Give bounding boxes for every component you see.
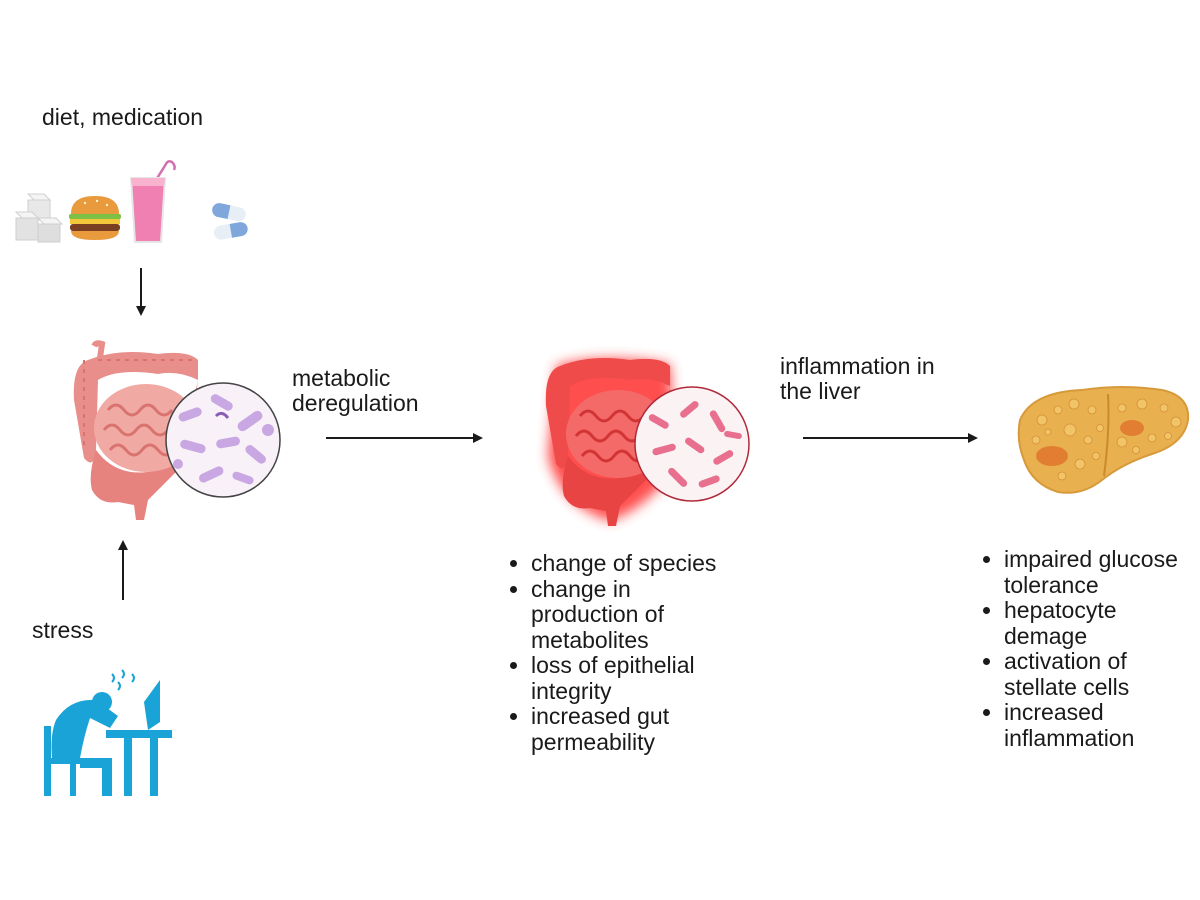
stress-label: stress <box>32 617 94 643</box>
liver-effect-item: activation of stellate cells <box>1004 648 1154 700</box>
liver-effects-list: impaired glucose tolerance hepatocyte de… <box>978 546 1193 751</box>
fatty-liver-icon <box>1017 386 1190 494</box>
gut-effect-item: increased gut permeability <box>531 703 701 755</box>
burger-icon <box>69 196 121 240</box>
inflamed-gut-icon <box>545 358 750 526</box>
healthy-gut-icon <box>73 340 281 520</box>
gut-effects-list: change of species change in production o… <box>505 550 765 755</box>
liver-effect-item: hepatocyte demage <box>1004 597 1144 649</box>
inflammation-liver-label: inflammation in the liver <box>780 353 935 404</box>
gut-effect-item: loss of epithelial integrity <box>531 652 721 704</box>
gut-effect-item: change in production of metabolites <box>531 576 701 654</box>
sugar-cubes-icon <box>14 193 64 243</box>
smoothie-icon <box>129 160 176 243</box>
metabolic-deregulation-label: metabolic deregulation <box>292 365 419 416</box>
liver-effect-item: increased inflammation <box>1004 699 1193 751</box>
stressed-person-icon <box>44 669 172 796</box>
gut-effect-item: change of species <box>531 550 765 577</box>
liver-effect-item: impaired glucose tolerance <box>1004 546 1193 598</box>
diet-medication-label: diet, medication <box>42 104 204 130</box>
pills-icon <box>212 203 248 240</box>
